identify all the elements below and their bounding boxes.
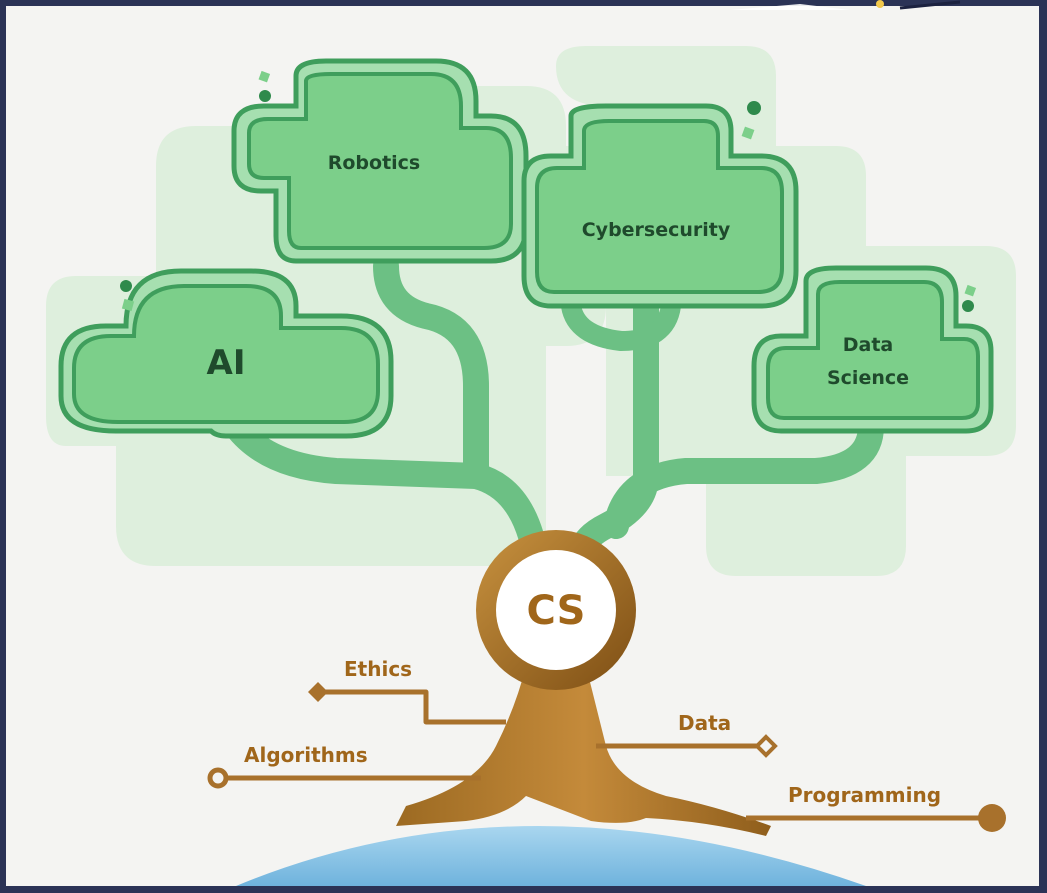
- branch-label-data-science-line1: Data: [843, 334, 894, 356]
- root-label-algorithms: Algorithms: [244, 743, 368, 767]
- trunk: [396, 666, 771, 836]
- root-label-ethics: Ethics: [344, 657, 412, 681]
- root-label-programming: Programming: [788, 783, 941, 807]
- core-node: CS: [476, 530, 636, 690]
- globe: [236, 826, 866, 886]
- cs-tree-diagram: AI Robotics Cybersecurity: [46, 46, 1016, 886]
- branch-robotics: Robotics: [231, 58, 529, 264]
- branch-ai: AI: [58, 268, 394, 439]
- branch-label-data-science-line2: Science: [827, 367, 909, 389]
- branch-label-ai: AI: [207, 343, 246, 383]
- branch-cybersecurity: Cybersecurity: [521, 101, 799, 309]
- root-label-data: Data: [678, 711, 731, 735]
- branch-data-science: Data Science: [751, 265, 994, 434]
- diagram-canvas: AI Robotics Cybersecurity: [6, 6, 1039, 886]
- branch-label-robotics: Robotics: [328, 152, 421, 174]
- corner-decoration: [730, 0, 961, 10]
- root-lines: [207, 682, 1006, 832]
- branch-label-cybersecurity: Cybersecurity: [582, 219, 731, 241]
- branch-stems: [223, 253, 884, 564]
- core-label: CS: [527, 588, 586, 634]
